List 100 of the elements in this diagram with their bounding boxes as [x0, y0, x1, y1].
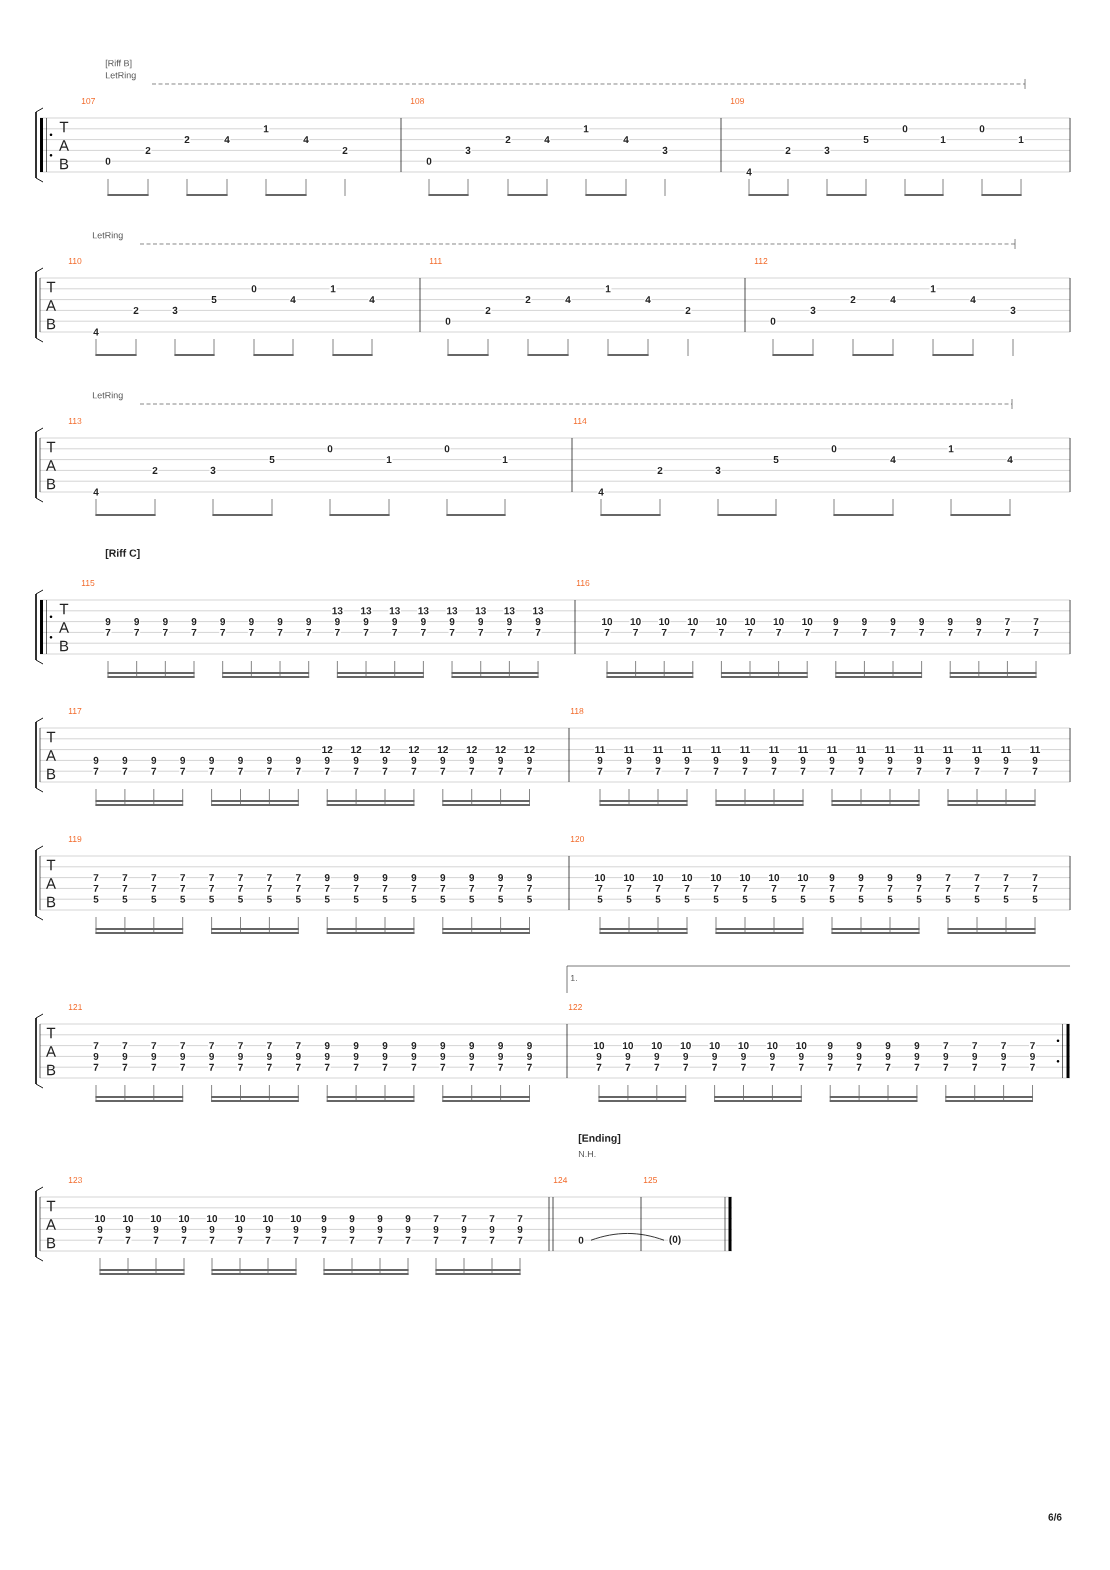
fret-number: 7: [1031, 873, 1039, 882]
fret-number: 7: [973, 767, 981, 776]
fret-number: 5: [1031, 895, 1039, 904]
fret-number: 7: [886, 767, 894, 776]
fret-number: 1: [947, 444, 955, 453]
fret-number: 9: [404, 1214, 412, 1223]
fret-number: 4: [644, 295, 652, 304]
fret-number: 7: [237, 873, 244, 882]
fret-number: 7: [712, 767, 720, 776]
tab-clef-letter: B: [47, 896, 56, 908]
fret-number: 2: [144, 146, 152, 155]
fret-number: 7: [1003, 617, 1011, 626]
fret-number: 5: [973, 895, 981, 904]
fret-number: 7: [497, 1063, 505, 1072]
fret-number: 11: [884, 745, 896, 754]
fret-number: 5: [944, 895, 952, 904]
fret-number: 9: [381, 873, 389, 882]
fret-number: 7: [333, 628, 341, 637]
fret-number: 7: [944, 884, 952, 893]
fret-number: 9: [526, 756, 533, 765]
measure-number: 116: [576, 580, 590, 586]
fret-number: 7: [1002, 884, 1010, 893]
measure-number: 113: [68, 418, 82, 424]
fret-number: 7: [913, 1063, 921, 1072]
fret-number: 1: [262, 124, 270, 133]
fret-number: 9: [179, 756, 187, 765]
fret-number: 11: [913, 745, 925, 754]
fret-number: 9: [92, 756, 100, 765]
measure-number: 110: [68, 258, 82, 264]
fret-number: 7: [381, 1063, 389, 1072]
fret-number: 9: [653, 1052, 661, 1061]
fret-number: 7: [92, 1041, 100, 1050]
fret-number: 9: [488, 1225, 496, 1234]
fret-number: 10: [651, 873, 665, 882]
fret-number: 9: [237, 756, 244, 765]
fret-number: 9: [352, 756, 360, 765]
fret-number: 9: [381, 756, 389, 765]
fret-number: 5: [352, 895, 360, 904]
fret-number: 7: [348, 1236, 356, 1245]
fret-number: 5: [712, 895, 720, 904]
fret-number: 7: [828, 767, 836, 776]
fret-number: 7: [857, 884, 865, 893]
fret-number: 9: [104, 617, 112, 626]
fret-number: 7: [294, 1063, 302, 1072]
fret-number: 5: [862, 135, 870, 144]
fret-number: 9: [410, 1041, 418, 1050]
fret-number: 7: [208, 884, 216, 893]
fret-number: 7: [799, 767, 807, 776]
fret-number: 12: [436, 745, 450, 754]
measure-number: 124: [553, 1177, 568, 1183]
fret-number: (0): [668, 1234, 682, 1246]
fret-number: 5: [1002, 895, 1010, 904]
fret-number: 7: [660, 628, 668, 637]
fret-number: 5: [526, 895, 533, 904]
fret-number: 9: [247, 617, 255, 626]
fret-number: 9: [236, 1225, 244, 1234]
fret-number: 7: [265, 884, 273, 893]
fret-number: 9: [857, 873, 865, 882]
fret-number: 9: [410, 873, 418, 882]
fret-number: 5: [150, 895, 158, 904]
fret-number: 10: [800, 617, 814, 626]
fret-number: 7: [121, 873, 129, 882]
fret-number: 10: [205, 1214, 219, 1223]
fret-number: 7: [625, 884, 633, 893]
fret-number: 7: [404, 1236, 412, 1245]
tab-clef-letter: B: [47, 478, 56, 490]
fret-number: 7: [92, 767, 100, 776]
fret-number: 10: [795, 1041, 808, 1050]
fret-number: 5: [381, 895, 389, 904]
measure-number: 111: [429, 258, 442, 264]
fret-number: 7: [740, 1063, 747, 1072]
fret-number: 5: [208, 895, 216, 904]
fret-number: 0: [104, 156, 112, 166]
fret-number: 1: [604, 284, 612, 293]
tab-clef-letter: T: [46, 731, 56, 743]
fret-number: 7: [595, 1063, 603, 1072]
fret-number: 7: [915, 767, 923, 776]
fret-number: 9: [419, 617, 427, 626]
fret-number: 7: [180, 1236, 188, 1245]
fret-number: 3: [714, 466, 722, 475]
fret-number: 9: [362, 617, 370, 626]
fret-number: 9: [682, 1052, 690, 1061]
fret-number: 10: [177, 1214, 191, 1223]
fret-number: 3: [661, 146, 669, 155]
fret-number: 9: [305, 617, 313, 626]
fret-number: 10: [621, 1041, 635, 1050]
fret-number: 7: [237, 1063, 244, 1072]
fret-number: 11: [594, 745, 606, 754]
fret-number: 7: [410, 884, 418, 893]
fret-number: 7: [971, 1041, 979, 1050]
fret-number: 13: [331, 606, 344, 616]
fret-number: 12: [349, 745, 363, 754]
fret-number: 9: [884, 1052, 892, 1061]
fret-number: 5: [625, 895, 633, 904]
fret-number: 9: [348, 1214, 356, 1223]
fret-number: 5: [468, 895, 476, 904]
fret-number: 7: [419, 628, 427, 637]
fret-number: 4: [1006, 455, 1014, 464]
tab-clef-letter: A: [46, 750, 56, 761]
fret-number: 9: [477, 617, 485, 626]
